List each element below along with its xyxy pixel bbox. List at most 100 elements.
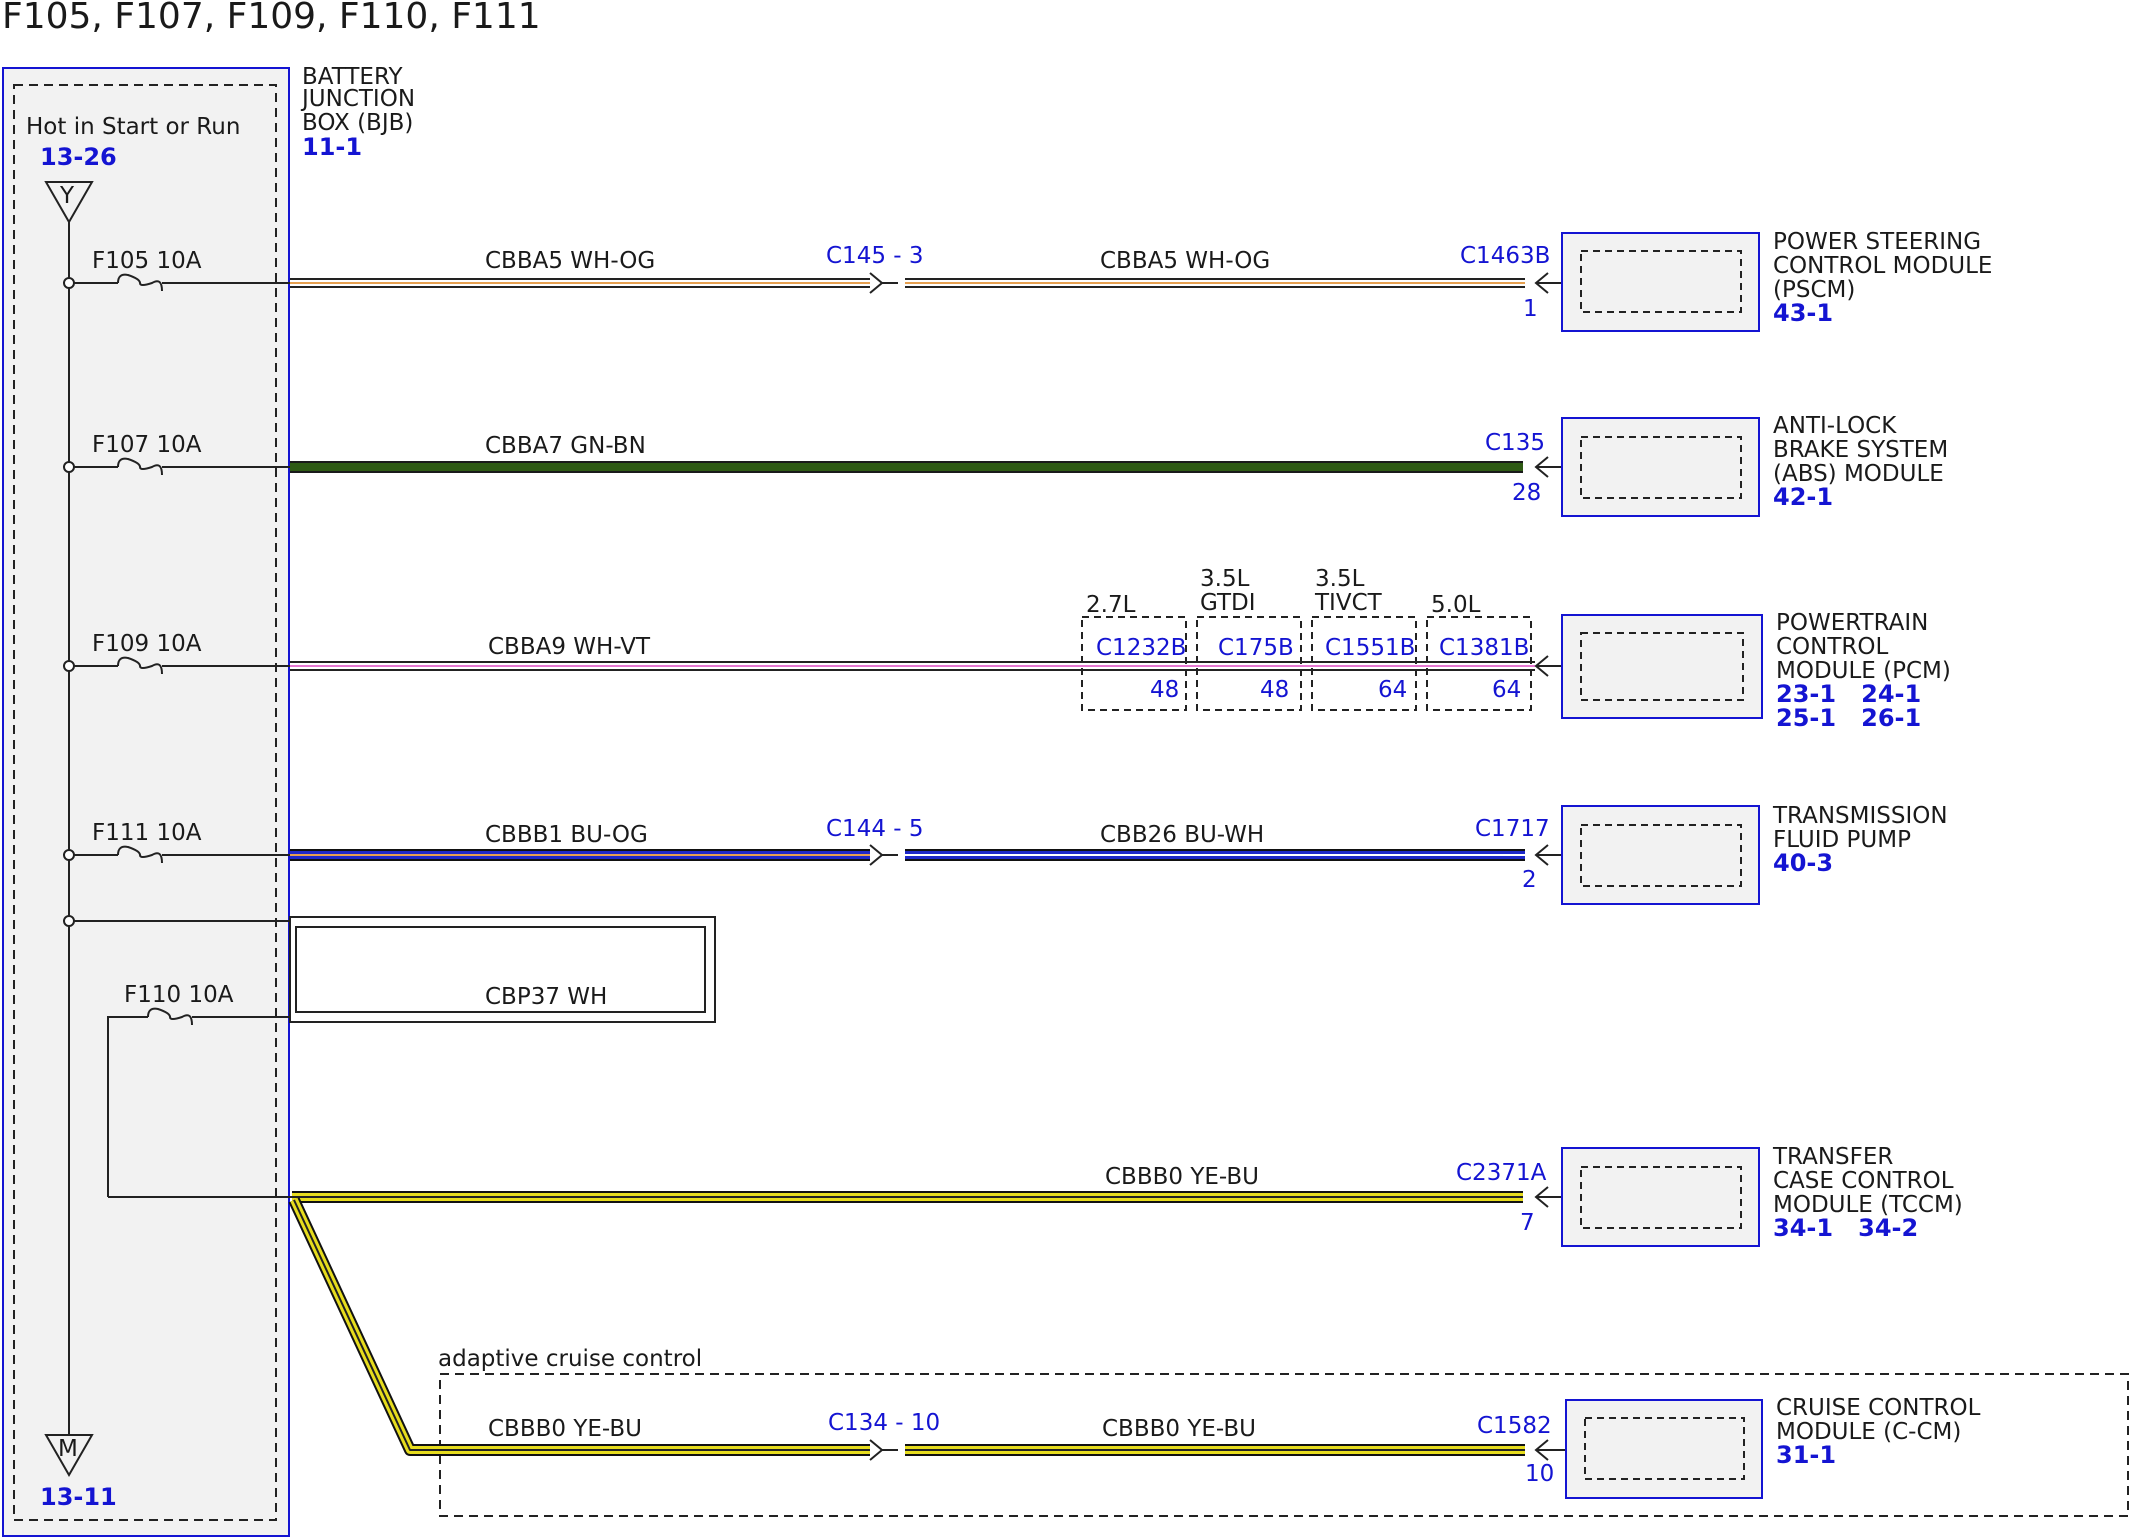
fuse-f105-label: F105 10A — [92, 248, 202, 274]
fuse-icon — [117, 273, 163, 292]
variant-engine-line-2: GTDI — [1200, 590, 1256, 616]
connector-arrow-icon — [1534, 456, 1560, 478]
connector-c145: C145 - 3 — [826, 243, 924, 269]
connector-arrow-icon — [1534, 272, 1560, 294]
module-pscm-line-3: (PSCM) — [1773, 277, 1855, 303]
module-abs-line-2: BRAKE SYSTEM — [1773, 437, 1948, 463]
wire-pscm-label-a: CBBA5 WH-OG — [485, 248, 655, 274]
module-tccm-line-2: CASE CONTROL — [1773, 1168, 1954, 1194]
module-ccm[interactable]: CRUISE CONTROL MODULE (C-CM) 31-1 — [1565, 1395, 1981, 1499]
wire-ccm-label-b: CBBB0 YE-BU — [1102, 1416, 1256, 1442]
module-tfp-line-1: TRANSMISSION — [1772, 803, 1948, 829]
bjb-ref[interactable]: 11-1 — [302, 133, 362, 161]
module-pcm-ref-2: 25-1 26-1 — [1776, 704, 1921, 732]
module-abs-line-3: (ABS) MODULE — [1773, 461, 1944, 487]
variant-engine: 5.0L — [1431, 592, 1481, 618]
bjb-name-line-2: JUNCTION — [300, 86, 415, 112]
module-ccm-line-2: MODULE (C-CM) — [1776, 1419, 1961, 1445]
connector-arrow-icon — [1534, 1439, 1560, 1461]
connector-c1717: C1717 — [1475, 816, 1550, 842]
top-symbol: Y — [59, 183, 75, 209]
wire-pcm-label: CBBA9 WH-VT — [488, 634, 651, 660]
variant-engine: 2.7L — [1086, 592, 1136, 618]
top-triangle-icon — [44, 181, 94, 225]
wire-cbp37-label: CBP37 WH — [485, 984, 607, 1010]
fuse-f110: F110 10A — [107, 982, 292, 1198]
module-pscm-line-2: CONTROL MODULE — [1773, 253, 1992, 279]
module-abs-ref: 42-1 — [1773, 483, 1833, 511]
wire-pcm: CBBA9 WH-VT — [290, 634, 1580, 677]
wire-ccm: CBBB0 YE-BU CBBB0 YE-BU C134 - 10 C1582 … — [288, 1197, 1580, 1487]
fuse-f109-label: F109 10A — [92, 631, 202, 657]
connector-c144: C144 - 5 — [826, 816, 924, 842]
variant-connector: C1381B — [1439, 635, 1529, 661]
connector-c1463b: C1463B — [1460, 243, 1550, 269]
module-tfp-line-2: FLUID PUMP — [1773, 827, 1911, 853]
module-pscm-line-1: POWER STEERING — [1773, 229, 1981, 255]
fuse-f105: F105 10A — [63, 248, 290, 292]
inline-connector-icon — [869, 1439, 898, 1461]
pcm-variant-50: 5.0L C1381B 64 — [1426, 592, 1532, 711]
wire-pscm: CBBA5 WH-OG CBBA5 WH-OG C145 - 3 C1463B … — [290, 243, 1580, 322]
module-abs[interactable]: ANTI-LOCK BRAKE SYSTEM (ABS) MODULE 42-1 — [1561, 413, 1948, 517]
variant-pin: 64 — [1492, 677, 1521, 703]
pin-c135: 28 — [1512, 480, 1541, 506]
hot-label: Hot in Start or Run — [26, 114, 240, 140]
pin-c1463b: 1 — [1523, 296, 1538, 322]
connector-c1582: C1582 — [1477, 1413, 1552, 1439]
fuse-icon — [147, 1007, 193, 1026]
wire-abs: CBBA7 GN-BN C135 28 — [290, 430, 1580, 506]
module-pscm[interactable]: POWER STEERING CONTROL MODULE (PSCM) 43-… — [1561, 229, 1992, 332]
variant-connector: C175B — [1218, 635, 1294, 661]
pin-c2371a: 7 — [1520, 1210, 1535, 1236]
fuse-icon — [117, 656, 163, 675]
fuse-icon — [117, 845, 163, 864]
top-ref[interactable]: 13-26 — [40, 143, 117, 171]
variant-engine: 3.5L — [1315, 566, 1365, 592]
bottom-ref[interactable]: 13-11 — [40, 1483, 117, 1511]
fuse-f111: F111 10A — [63, 820, 290, 864]
wire-pscm-label-b: CBBA5 WH-OG — [1100, 248, 1270, 274]
module-pcm[interactable]: POWERTRAIN CONTROL MODULE (PCM) 23-1 24-… — [1561, 610, 1951, 732]
variant-pin: 64 — [1378, 677, 1407, 703]
module-tccm-line-1: TRANSFER — [1772, 1144, 1893, 1170]
module-ccm-ref: 31-1 — [1776, 1441, 1836, 1469]
bjb-inner-dashed — [13, 84, 277, 1521]
wire-ccm-label-a: CBBB0 YE-BU — [488, 1416, 642, 1442]
bjb-name-line-1: BATTERY — [302, 64, 403, 90]
wire-tfp-label-b: CBB26 BU-WH — [1100, 822, 1264, 848]
pin-c1717: 2 — [1522, 867, 1537, 893]
module-pscm-ref: 43-1 — [1773, 299, 1833, 327]
fuse-f109: F109 10A — [63, 631, 290, 675]
module-tccm[interactable]: TRANSFER CASE CONTROL MODULE (TCCM) 34-1… — [1561, 1144, 1963, 1247]
bjb-frame — [2, 67, 290, 1537]
module-tfp-ref: 40-3 — [1773, 849, 1833, 877]
module-tfp[interactable]: TRANSMISSION FLUID PUMP 40-3 — [1561, 803, 1948, 905]
fuse-f111-label: F111 10A — [92, 820, 202, 846]
connector-c135: C135 — [1485, 430, 1545, 456]
connector-arrow-icon — [1534, 655, 1560, 677]
bottom-symbol: M — [58, 1436, 78, 1462]
fuse-f110-label: F110 10A — [124, 982, 234, 1008]
module-pcm-line-1: POWERTRAIN — [1776, 610, 1928, 636]
inline-connector-icon — [869, 844, 898, 866]
wire-tccm: CBBB0 YE-BU C2371A 7 — [292, 1160, 1580, 1236]
fuse-f107: F107 10A — [63, 432, 290, 476]
module-tccm-ref: 34-1 34-2 — [1773, 1214, 1918, 1242]
bjb-name-line-3: BOX (BJB) — [302, 110, 413, 136]
connector-arrow-icon — [1534, 1186, 1560, 1208]
option-label: adaptive cruise control — [438, 1346, 702, 1372]
pin-c1582: 10 — [1525, 1461, 1554, 1487]
variant-connector: C1551B — [1325, 635, 1415, 661]
module-ccm-line-1: CRUISE CONTROL — [1776, 1395, 1981, 1421]
module-tccm-line-3: MODULE (TCCM) — [1773, 1192, 1963, 1218]
page-title: F105, F107, F109, F110, F111 — [2, 0, 541, 37]
variant-pin: 48 — [1260, 677, 1289, 703]
inline-connector-icon — [869, 272, 898, 294]
fuse-icon — [117, 457, 163, 476]
pcm-variant-35-tivct: 3.5L TIVCT C1551B 64 — [1311, 566, 1417, 711]
fuse-f107-label: F107 10A — [92, 432, 202, 458]
wire-abs-label: CBBA7 GN-BN — [485, 433, 646, 459]
connector-c2371a: C2371A — [1456, 1160, 1547, 1186]
